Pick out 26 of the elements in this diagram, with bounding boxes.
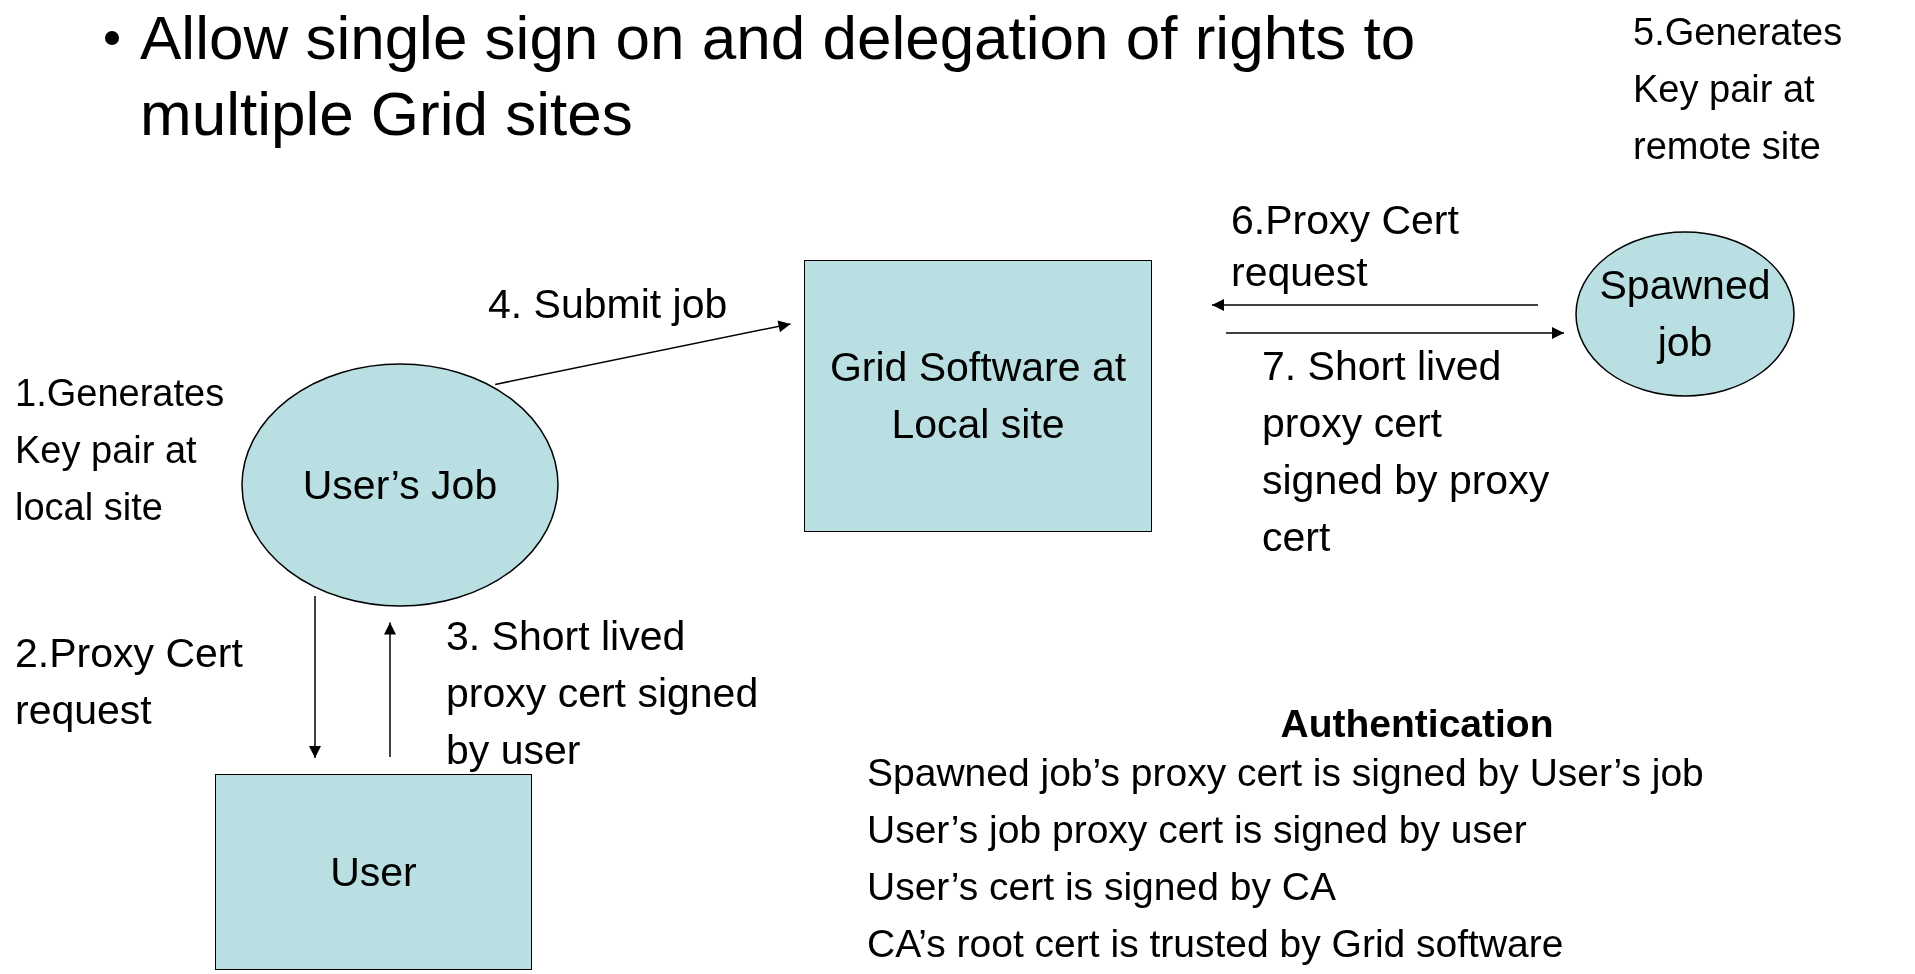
step-note: 1.Generates Key pair at local site xyxy=(15,371,226,530)
slide-title: Allow single sign on and delegation of rights to multiple Grid sites xyxy=(140,2,1417,150)
section-heading: Authentication xyxy=(1279,701,1555,747)
note-text: CA’s root cert is trusted by Grid software xyxy=(867,921,1565,967)
arrow xyxy=(309,595,321,759)
node-label: User’s Job xyxy=(301,460,499,510)
edge-label: 6.Proxy Cert request xyxy=(1231,196,1460,297)
process-box xyxy=(215,774,532,970)
edge-label: 2.Proxy Cert request xyxy=(15,629,244,735)
edge-label: 7. Short lived proxy cert signed by proxy cert xyxy=(1262,342,1551,562)
arrow xyxy=(494,320,792,386)
arrow xyxy=(1225,327,1565,339)
node-label: User xyxy=(329,847,418,897)
node-label: Grid Software at Local site xyxy=(828,343,1128,449)
note-text: User’s cert is signed by CA xyxy=(867,864,1337,910)
node-label: Spawned job xyxy=(1598,261,1772,367)
step-note: 5.Generates Key pair at remote site xyxy=(1633,10,1844,169)
note-text: User’s job proxy cert is signed by user xyxy=(867,807,1528,853)
edge-label: 4. Submit job xyxy=(488,280,729,329)
process-ellipse xyxy=(241,363,559,607)
edge-label: 3. Short lived proxy cert signed by user xyxy=(446,612,760,775)
arrow xyxy=(1211,299,1539,311)
process-box xyxy=(804,260,1152,532)
process-ellipse xyxy=(1575,231,1795,397)
note-text: Spawned job’s proxy cert is signed by User’s job xyxy=(867,750,1705,796)
arrow xyxy=(384,621,396,758)
